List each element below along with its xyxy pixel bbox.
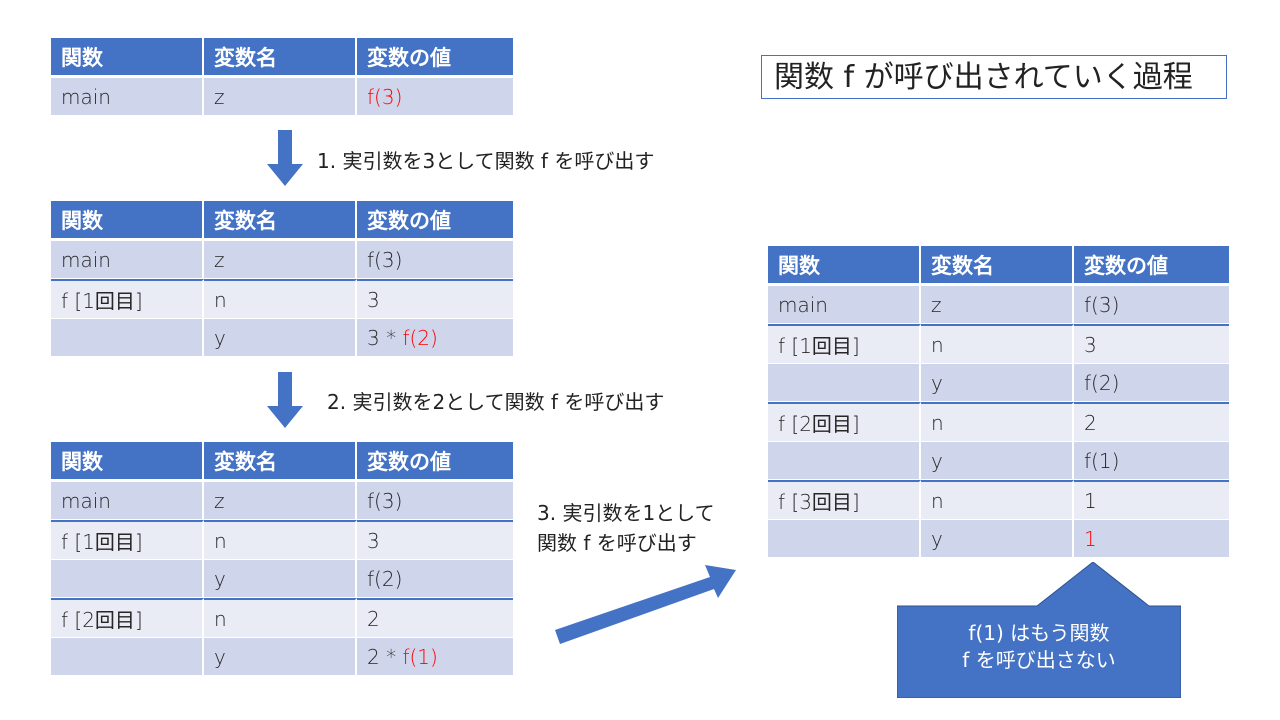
- table-row: y 2 * f(1): [51, 638, 513, 676]
- cell-variable: n: [921, 480, 1074, 520]
- header-variable-name: 変数名: [921, 246, 1074, 286]
- header-variable-value: 変数の値: [357, 442, 513, 482]
- cell-function: f [2回目]: [768, 402, 921, 442]
- table-row: f [1回目] n 3: [51, 520, 513, 560]
- step-3-label: 3. 実引数を1として 関数 f を呼び出す: [537, 498, 715, 558]
- down-arrow-icon: [267, 130, 303, 186]
- cell-variable: z: [921, 286, 1074, 324]
- cell-function: f [1回目]: [51, 279, 204, 319]
- header-variable-name: 変数名: [204, 38, 357, 78]
- cell-variable: y: [921, 364, 1074, 402]
- cell-variable: y: [921, 520, 1074, 558]
- cell-variable: y: [204, 560, 357, 598]
- header-function: 関数: [51, 201, 204, 241]
- table-row: main z f(3): [51, 241, 513, 279]
- cell-function: [768, 442, 921, 480]
- step-3-line-1: 3. 実引数を1として: [537, 501, 715, 525]
- cell-function: main: [51, 241, 204, 279]
- cell-variable: n: [921, 324, 1074, 364]
- cell-function: f [3回目]: [768, 480, 921, 520]
- cell-value: f(1): [1074, 442, 1229, 480]
- cell-function: [51, 560, 204, 598]
- cell-variable: y: [204, 638, 357, 676]
- down-arrow-icon: [267, 372, 303, 428]
- cell-variable: n: [921, 402, 1074, 442]
- header-variable-value: 変数の値: [1074, 246, 1229, 286]
- header-variable-name: 変数名: [204, 442, 357, 482]
- cell-value: 2: [357, 598, 513, 638]
- header-function: 関数: [51, 442, 204, 482]
- cell-function: f [2回目]: [51, 598, 204, 638]
- table-row: main z f(3): [51, 78, 513, 116]
- table-row: y f(2): [768, 364, 1229, 402]
- diagram-title: 関数 f が呼び出されていく過程: [761, 55, 1227, 99]
- cell-value: 2: [1074, 402, 1229, 442]
- stack-table-4: 関数 変数名 変数の値 main z f(3) f [1回目] n 3 y f(…: [768, 246, 1229, 558]
- table-row: y 1: [768, 520, 1229, 558]
- step-3-line-2: 関数 f を呼び出す: [537, 531, 697, 555]
- cell-variable: n: [204, 279, 357, 319]
- header-function: 関数: [51, 38, 204, 78]
- step-1-label: 1. 実引数を3として関数 f を呼び出す: [317, 149, 655, 173]
- cell-variable: y: [204, 319, 357, 357]
- cell-function: main: [51, 482, 204, 520]
- cell-function: [51, 638, 204, 676]
- cell-variable: y: [921, 442, 1074, 480]
- table-row: f [1回目] n 3: [51, 279, 513, 319]
- stack-table-3: 関数 変数名 変数の値 main z f(3) f [1回目] n 3 y f(…: [51, 442, 513, 676]
- cell-function: [768, 520, 921, 558]
- stack-table-1: 関数 変数名 変数の値 main z f(3): [51, 38, 513, 116]
- cell-value: f(3): [357, 78, 513, 116]
- cell-value: 3 * f(2): [357, 319, 513, 357]
- cell-value: 1: [1074, 480, 1229, 520]
- cell-function: [768, 364, 921, 402]
- cell-function: [51, 319, 204, 357]
- cell-function: f [1回目]: [768, 324, 921, 364]
- callout-line-2: f を呼び出さない: [962, 648, 1116, 672]
- table-row: f [3回目] n 1: [768, 480, 1229, 520]
- table-row: y 3 * f(2): [51, 319, 513, 357]
- callout-shape-icon: [897, 562, 1181, 698]
- header-variable-value: 変数の値: [357, 201, 513, 241]
- cell-variable: n: [204, 520, 357, 560]
- header-function: 関数: [768, 246, 921, 286]
- cell-value: f(3): [1074, 286, 1229, 324]
- cell-value: f(3): [357, 482, 513, 520]
- cell-value: 3: [357, 520, 513, 560]
- cell-variable: z: [204, 241, 357, 279]
- cell-value: 3: [1074, 324, 1229, 364]
- callout-line-1: f(1) はもう関数: [968, 621, 1110, 645]
- cell-value: 2 * f(1): [357, 638, 513, 676]
- cell-value: 1: [1074, 520, 1229, 558]
- cell-variable: z: [204, 482, 357, 520]
- cell-function: main: [51, 78, 204, 116]
- cell-variable: z: [204, 78, 357, 116]
- stack-table-2: 関数 変数名 変数の値 main z f(3) f [1回目] n 3 y 3 …: [51, 201, 513, 357]
- cell-function: main: [768, 286, 921, 324]
- table-row: y f(2): [51, 560, 513, 598]
- cell-value: f(2): [357, 560, 513, 598]
- header-variable-name: 変数名: [204, 201, 357, 241]
- header-variable-value: 変数の値: [357, 38, 513, 78]
- table-row: f [1回目] n 3: [768, 324, 1229, 364]
- step-2-label: 2. 実引数を2として関数 f を呼び出す: [327, 390, 665, 414]
- cell-variable: n: [204, 598, 357, 638]
- cell-value: 3: [357, 279, 513, 319]
- diagonal-arrow-icon: [555, 565, 736, 644]
- table-row: main z f(3): [768, 286, 1229, 324]
- table-row: main z f(3): [51, 482, 513, 520]
- cell-function: f [1回目]: [51, 520, 204, 560]
- cell-value: f(2): [1074, 364, 1229, 402]
- table-row: f [2回目] n 2: [51, 598, 513, 638]
- cell-value: f(3): [357, 241, 513, 279]
- callout-note: f(1) はもう関数 f を呼び出さない: [897, 562, 1181, 698]
- table-row: f [2回目] n 2: [768, 402, 1229, 442]
- table-row: y f(1): [768, 442, 1229, 480]
